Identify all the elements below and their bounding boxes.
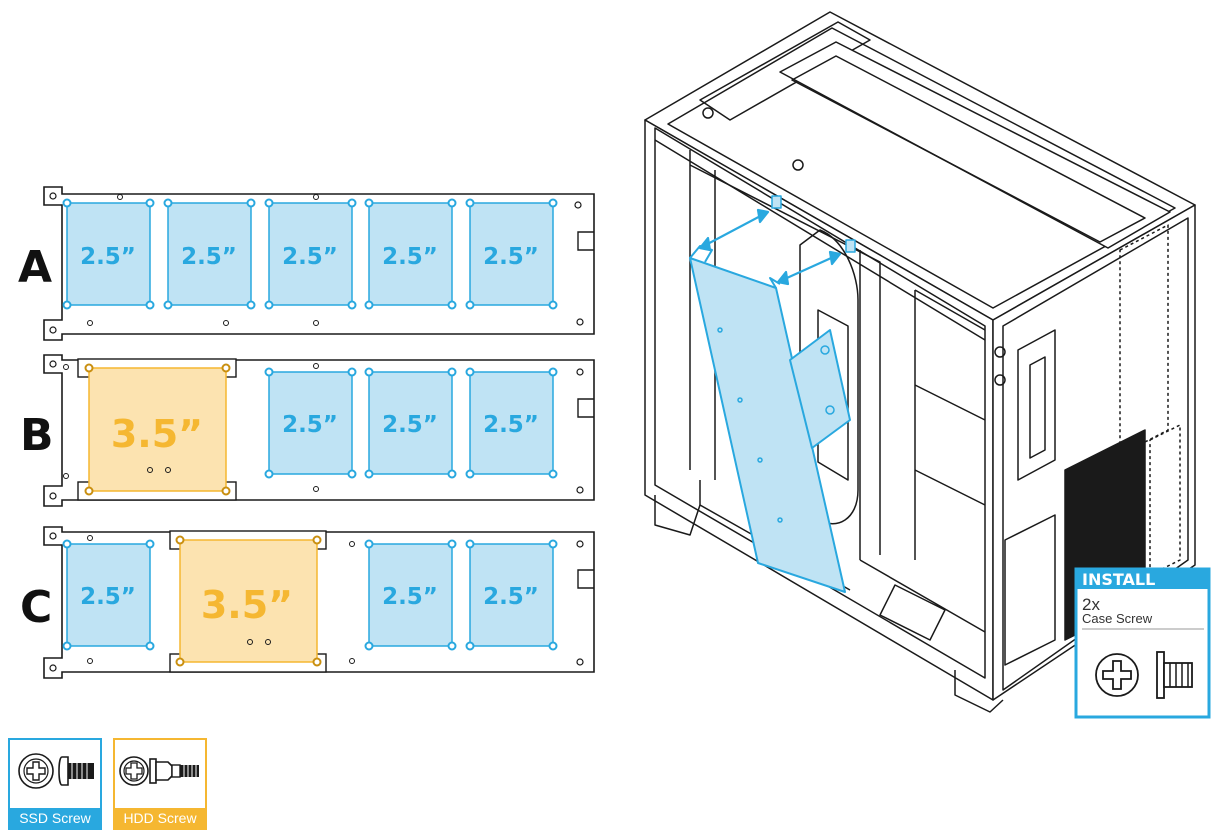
bay-a-1: 2.5” [62,198,155,310]
tray-row-a: A 2.5” 2.5” 2.5” 2.5” [18,186,595,341]
bay-a-1-label: 2.5” [80,244,136,270]
bay-c-3-label: 2.5” [382,584,438,610]
bay-b-1-label: 3.5” [111,412,203,456]
bay-c-2-label: 3.5” [201,583,293,627]
tray-row-b: B 3.5” 2.5” 2.5” 2.5” [20,354,595,507]
hdd-screw-icon [119,756,199,786]
bay-b-4-label: 2.5” [483,412,539,438]
bay-b-hdd: 3.5” [77,358,237,501]
bay-a-3: 2.5” [264,198,357,310]
bay-b-2-label: 2.5” [282,412,338,438]
bay-a-4: 2.5” [364,198,457,310]
row-c-letter: C [20,582,52,633]
bay-c-1-label: 2.5” [80,584,136,610]
bay-b-3-label: 2.5” [382,412,438,438]
bay-c-3: 2.5” [364,539,457,651]
tray-row-c: C 2.5” 3.5” 2.5” 2.5” [20,526,595,679]
case-screw-icon [1095,651,1193,699]
install-title: INSTALL [1082,570,1155,589]
legend-ssd-label: SSD Screw [19,810,91,826]
install-screw-name: Case Screw [1082,611,1153,626]
bay-b-4: 2.5” [465,367,558,479]
bay-b-3: 2.5” [364,367,457,479]
ssd-screw-icon [18,753,94,789]
bay-a-5: 2.5” [465,198,558,310]
install-quantity: 2x [1082,595,1100,614]
bay-a-2-label: 2.5” [181,244,237,270]
bay-a-2: 2.5” [163,198,256,310]
bay-a-5-label: 2.5” [483,244,539,270]
bay-c-hdd: 3.5” [169,530,327,673]
bay-a-4-label: 2.5” [382,244,438,270]
bay-c-1: 2.5” [62,539,155,651]
bay-a-3-label: 2.5” [282,244,338,270]
bay-c-4-label: 2.5” [483,584,539,610]
bay-c-4: 2.5” [465,539,558,651]
row-a-letter: A [18,242,52,293]
install-callout: INSTALL 2x Case Screw [1074,567,1211,719]
legend-hdd-screw: HDD Screw [113,738,207,830]
bay-b-2: 2.5” [264,367,357,479]
legend-hdd-label: HDD Screw [123,810,197,826]
row-b-letter: B [20,410,54,461]
legend-ssd-screw: SSD Screw [8,738,102,830]
